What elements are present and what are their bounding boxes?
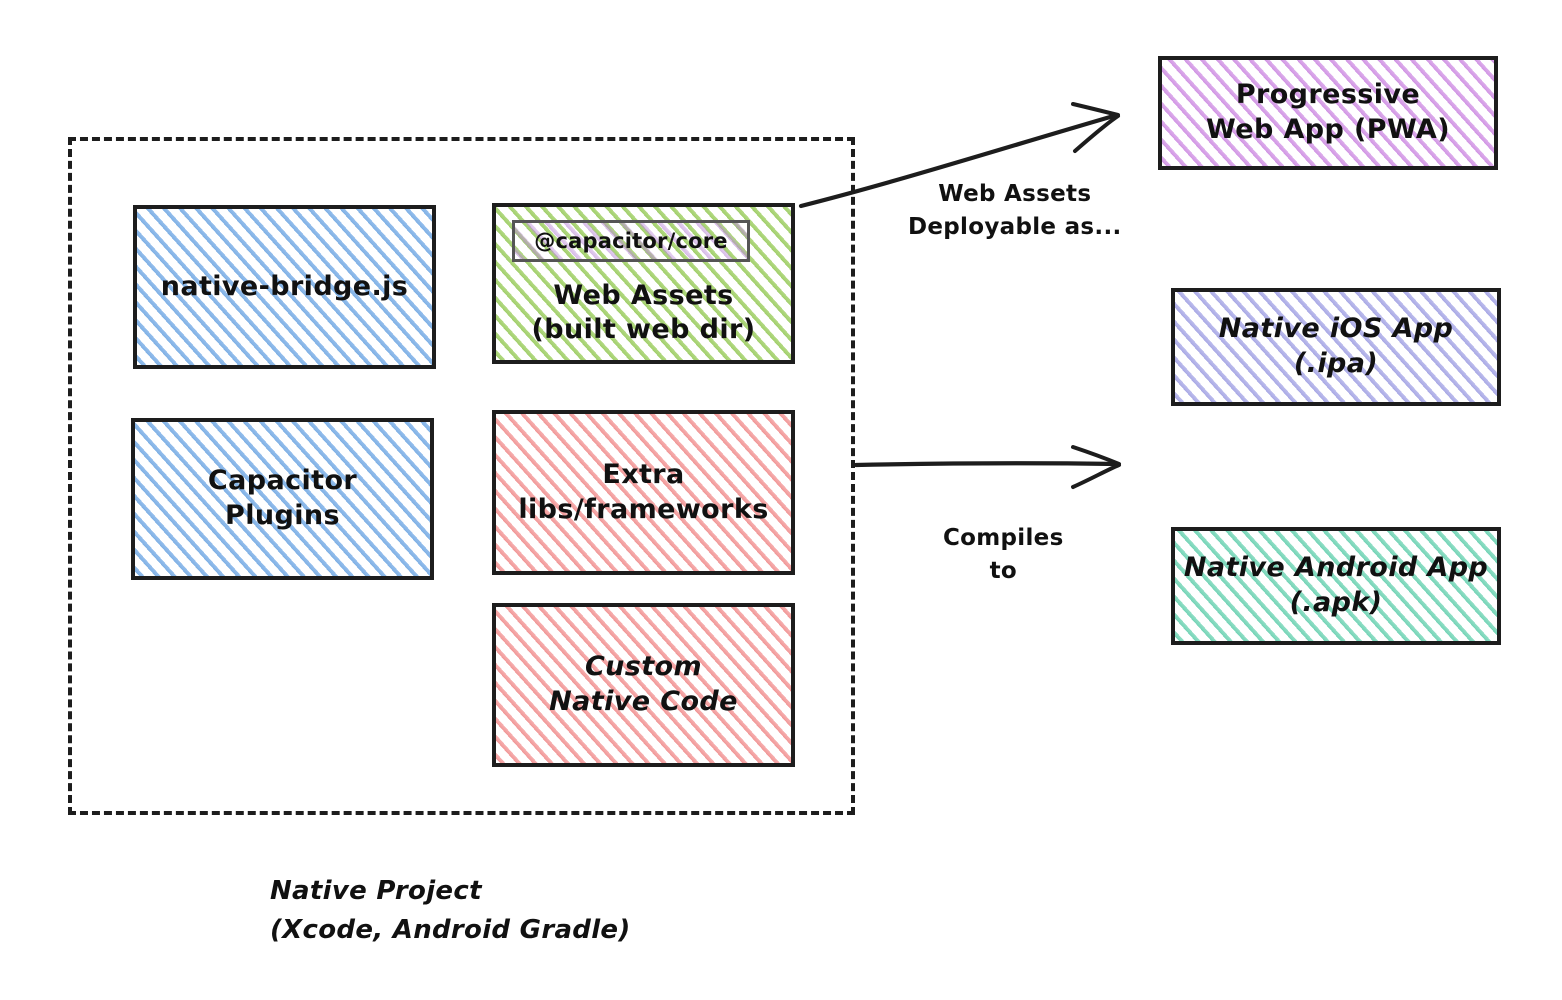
box-custom-native-code-label-line2: Native Code — [549, 686, 738, 717]
badge-capacitor-core-label: @capacitor/core — [534, 228, 728, 253]
box-web-assets[interactable]: @capacitor/core Web Assets (built web di… — [492, 203, 795, 364]
box-capacitor-plugins-label-line1: Capacitor — [207, 465, 358, 497]
box-native-bridge-js-label: native-bridge.js — [160, 270, 409, 302]
arrow-compiles-to — [853, 445, 1121, 489]
arrow-label-deploy-line1: Web Assets — [938, 181, 1092, 207]
arrow-label-deploy-line2: Deployable as... — [908, 214, 1122, 241]
box-native-android-app[interactable]: Native Android App (.apk) — [1171, 527, 1501, 645]
arrow-label-deploy: Web Assets Deployable as... — [908, 178, 1122, 245]
box-web-assets-label-line2: (built web dir) — [531, 314, 756, 346]
box-progressive-web-app[interactable]: Progressive Web App (PWA) — [1158, 56, 1498, 170]
caption-native-project-line1: Native Project — [270, 876, 482, 906]
box-extra-libs-frameworks[interactable]: Extra libs/frameworks — [492, 410, 795, 575]
box-extra-libs-label-line1: Extra — [602, 458, 685, 490]
native-project-container — [68, 137, 855, 815]
box-native-ios-app-label-line2: (.ipa) — [1293, 348, 1379, 379]
box-web-assets-label-line1: Web Assets — [553, 279, 734, 311]
box-capacitor-plugins[interactable]: Capacitor Plugins — [131, 418, 434, 580]
arrow-label-compiles-line2: to — [989, 558, 1017, 585]
box-progressive-web-app-label-line2: Web App (PWA) — [1206, 114, 1450, 145]
arrow-label-compiles-line1: Compiles — [943, 525, 1064, 551]
caption-native-project: Native Project (Xcode, Android Gradle) — [270, 872, 631, 950]
box-extra-libs-label-line2: libs/frameworks — [518, 493, 769, 525]
box-custom-native-code[interactable]: Custom Native Code — [492, 603, 795, 767]
box-native-bridge-js[interactable]: native-bridge.js — [133, 205, 436, 369]
box-custom-native-code-label-line1: Custom — [584, 651, 703, 683]
box-native-android-app-label-line1: Native Android App — [1183, 552, 1489, 584]
box-native-ios-app-label-line1: Native iOS App — [1218, 313, 1454, 345]
box-native-ios-app[interactable]: Native iOS App (.ipa) — [1171, 288, 1501, 406]
box-capacitor-plugins-label-line2: Plugins — [225, 500, 340, 531]
badge-capacitor-core[interactable]: @capacitor/core — [512, 220, 750, 262]
box-native-android-app-label-line2: (.apk) — [1289, 587, 1383, 618]
arrow-label-compiles: Compiles to — [943, 522, 1064, 589]
caption-native-project-line2: (Xcode, Android Gradle) — [270, 915, 631, 945]
box-progressive-web-app-label-line1: Progressive — [1235, 79, 1421, 111]
